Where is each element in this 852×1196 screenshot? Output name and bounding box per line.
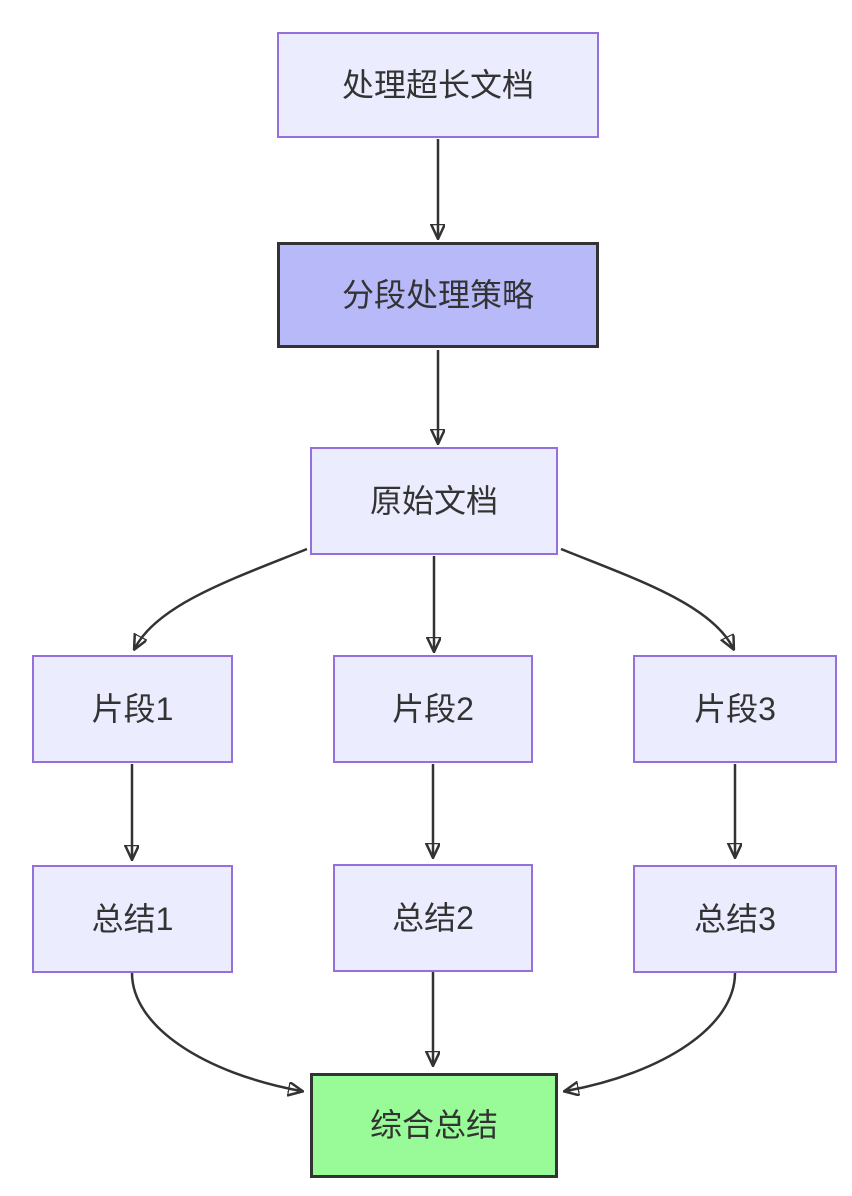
node-summary-1-label: 总结1 — [91, 900, 174, 937]
node-summary-1: 总结1 — [32, 865, 233, 973]
node-segment-strategy: 分段处理策略 — [277, 242, 599, 348]
node-segment-strategy-label: 分段处理策略 — [341, 276, 534, 313]
edge-summary3-to-final — [566, 972, 737, 1091]
node-fragment-1-label: 片段1 — [91, 690, 174, 727]
node-original-doc: 原始文档 — [310, 447, 558, 555]
node-original-doc-label: 原始文档 — [369, 482, 498, 519]
node-final-summary: 综合总结 — [310, 1073, 558, 1178]
node-summary-3: 总结3 — [633, 865, 837, 973]
node-fragment-3-label: 片段3 — [694, 690, 776, 727]
node-summary-2: 总结2 — [333, 864, 533, 972]
node-fragment-3: 片段3 — [633, 655, 837, 763]
node-summary-2-label: 总结2 — [392, 899, 474, 936]
node-fragment-2: 片段2 — [333, 655, 533, 763]
node-fragment-1: 片段1 — [32, 655, 233, 763]
edge-original-to-fragment3 — [560, 547, 733, 648]
edge-original-to-fragment1 — [135, 547, 308, 648]
node-process-long-doc: 处理超长文档 — [277, 32, 599, 138]
node-fragment-2-label: 片段2 — [392, 690, 474, 727]
node-summary-3-label: 总结3 — [694, 900, 776, 937]
node-process-long-doc-label: 处理超长文档 — [341, 66, 534, 103]
node-final-summary-label: 综合总结 — [369, 1107, 498, 1144]
edge-summary1-to-final — [130, 972, 301, 1091]
